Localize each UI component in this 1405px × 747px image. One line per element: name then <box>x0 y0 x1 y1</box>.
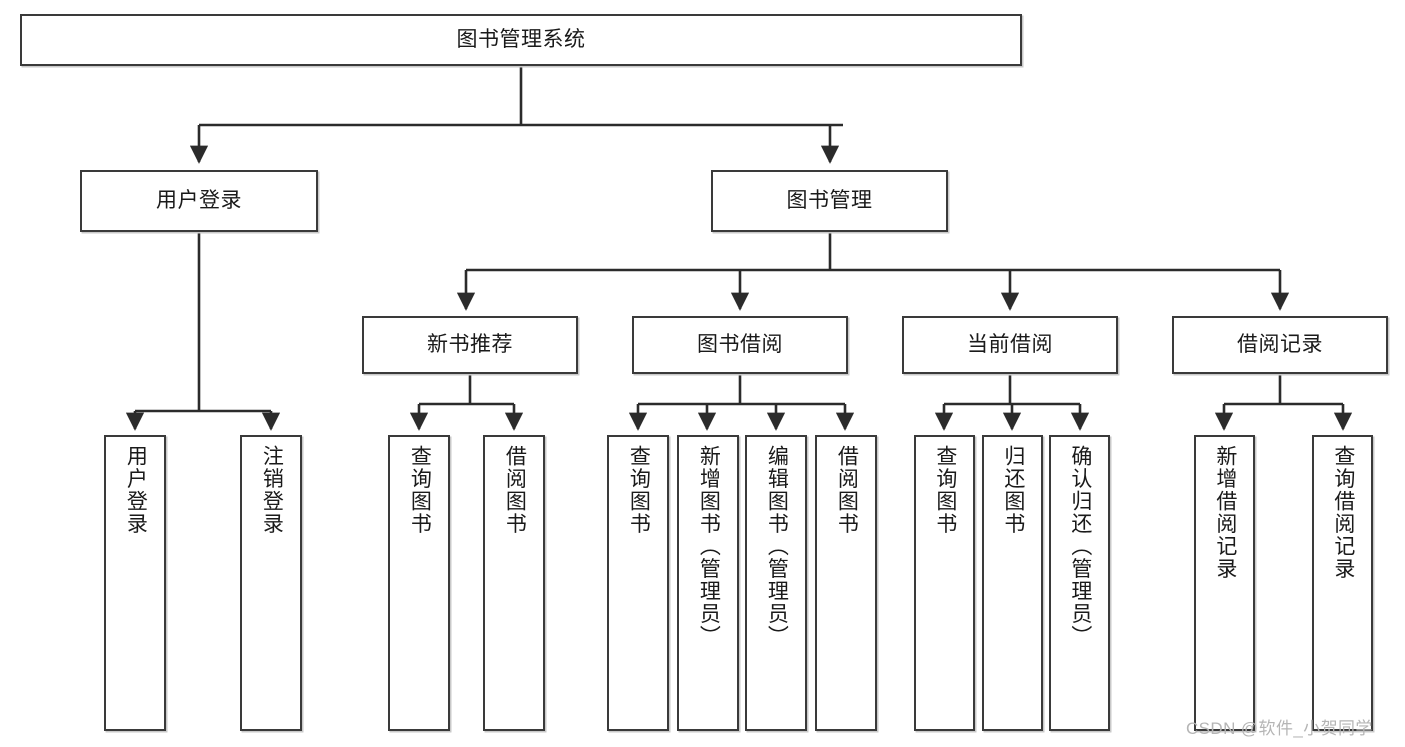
node-new-book-recommendation[interactable]: 新书推荐 <box>362 316 578 374</box>
node-label: 确认归还（管理员） <box>1068 445 1092 648</box>
leaf-query-borrowing-record[interactable]: 查询借阅记录 <box>1312 435 1373 731</box>
node-label: 借阅记录 <box>1237 332 1323 356</box>
node-label: 图书管理系统 <box>456 27 586 51</box>
leaf-add-book-admin[interactable]: 新增图书（管理员） <box>677 435 739 731</box>
node-label: 查询图书 <box>933 445 957 535</box>
node-label: 查询图书 <box>408 445 432 535</box>
node-book-management[interactable]: 图书管理 <box>711 170 948 232</box>
node-label: 用户登录 <box>156 188 242 212</box>
leaf-query-book-borrowing[interactable]: 查询图书 <box>607 435 669 731</box>
node-label: 借阅图书 <box>503 445 527 535</box>
leaf-query-book-current[interactable]: 查询图书 <box>914 435 975 731</box>
node-book-management-system[interactable]: 图书管理系统 <box>20 14 1022 66</box>
node-label: 编辑图书（管理员） <box>765 445 789 648</box>
node-label: 图书管理 <box>786 188 873 212</box>
node-label: 归还图书 <box>1001 445 1025 535</box>
node-current-borrowing[interactable]: 当前借阅 <box>902 316 1118 374</box>
node-book-borrowing[interactable]: 图书借阅 <box>632 316 848 374</box>
node-label: 新增图书（管理员） <box>697 445 721 648</box>
node-label: 用户登录 <box>124 445 148 535</box>
leaf-return-book[interactable]: 归还图书 <box>982 435 1043 731</box>
leaf-confirm-return-admin[interactable]: 确认归还（管理员） <box>1049 435 1110 731</box>
node-label: 查询图书 <box>627 445 651 535</box>
node-label: 当前借阅 <box>967 332 1053 356</box>
node-label: 新增借阅记录 <box>1213 445 1237 580</box>
node-label: 注销登录 <box>260 445 284 535</box>
node-label: 新书推荐 <box>427 332 513 356</box>
leaf-query-book-recommendation[interactable]: 查询图书 <box>388 435 450 731</box>
leaf-logout[interactable]: 注销登录 <box>240 435 302 731</box>
node-label: 图书借阅 <box>697 332 783 356</box>
node-label: 查询借阅记录 <box>1331 445 1355 580</box>
leaf-add-borrowing-record[interactable]: 新增借阅记录 <box>1194 435 1255 731</box>
leaf-borrow-book[interactable]: 借阅图书 <box>815 435 877 731</box>
node-label: 借阅图书 <box>835 445 859 535</box>
csdn-watermark: CSDN @软件_小贺同学 <box>1186 719 1373 738</box>
node-user-login[interactable]: 用户登录 <box>80 170 318 232</box>
node-borrowing-records[interactable]: 借阅记录 <box>1172 316 1388 374</box>
leaf-edit-book-admin[interactable]: 编辑图书（管理员） <box>745 435 807 731</box>
leaf-borrow-book-recommendation[interactable]: 借阅图书 <box>483 435 545 731</box>
leaf-user-login[interactable]: 用户登录 <box>104 435 166 731</box>
